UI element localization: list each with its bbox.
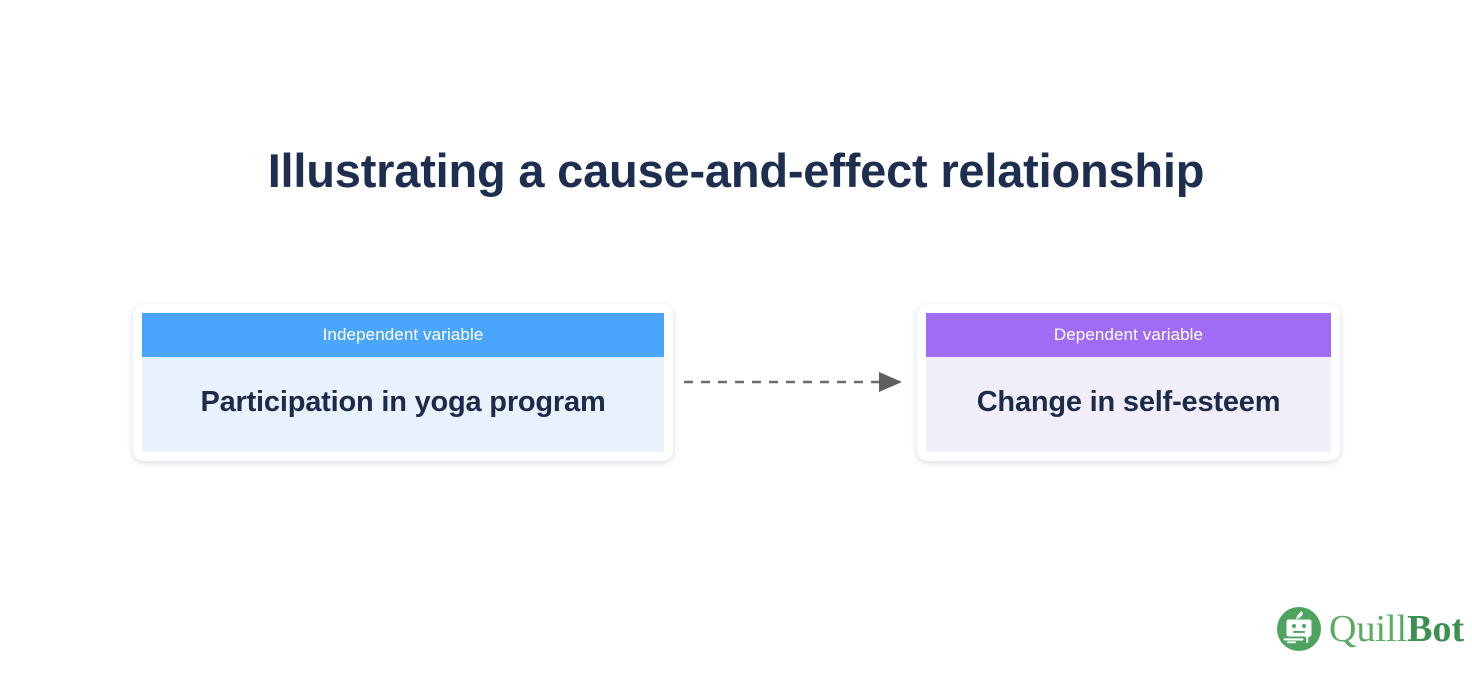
node-dependent-variable-header: Dependent variable (926, 313, 1331, 357)
node-independent-variable-body: Participation in yoga program (142, 357, 664, 452)
node-dependent-variable: Dependent variable Change in self-esteem (917, 304, 1340, 461)
quillbot-logo: QuillBot (1276, 604, 1466, 654)
node-dependent-variable-body: Change in self-esteem (926, 357, 1331, 452)
node-independent-variable-inner: Independent variable Participation in yo… (142, 313, 664, 452)
wordmark-part-one: Quill (1329, 608, 1408, 650)
page-title: Illustrating a cause-and-effect relation… (267, 144, 1205, 197)
quillbot-wordmark: QuillBot (1329, 610, 1464, 648)
node-independent-variable-header: Independent variable (142, 313, 664, 357)
arrow-icon (684, 372, 902, 392)
quillbot-robot-icon (1276, 606, 1322, 652)
connector-arrow (684, 366, 906, 398)
node-independent-variable: Independent variable Participation in yo… (133, 304, 673, 461)
wordmark-part-two: Bot (1407, 608, 1465, 650)
node-dependent-variable-inner: Dependent variable Change in self-esteem (926, 313, 1331, 452)
